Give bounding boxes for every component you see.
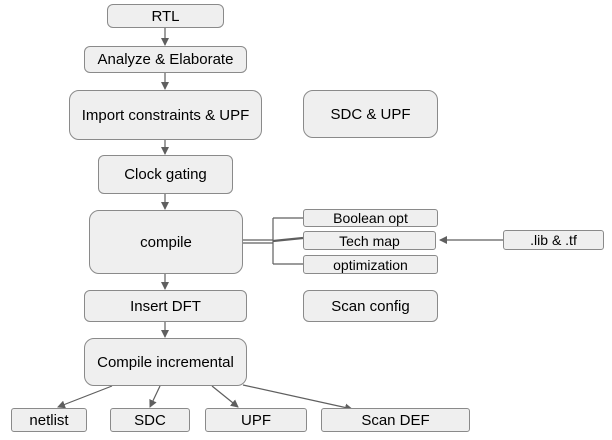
node-analyze-elaborate: Analyze & Elaborate — [84, 46, 247, 73]
edge-compileinc-sdc — [149, 385, 161, 408]
edge-compileinc-scandef — [242, 384, 353, 412]
node-boolean-opt: Boolean opt — [303, 209, 438, 227]
node-scan-def: Scan DEF — [321, 408, 470, 432]
edge-bracket-techmap — [272, 236, 304, 243]
node-upf: UPF — [205, 408, 307, 432]
node-netlist: netlist — [11, 408, 87, 432]
node-tech-map: Tech map — [303, 231, 436, 250]
edge-compileinc-upf — [211, 385, 239, 408]
node-scan-config: Scan config — [303, 290, 438, 322]
node-sdc: SDC — [110, 408, 190, 432]
node-compile: compile — [89, 210, 243, 274]
node-rtl: RTL — [107, 4, 224, 28]
node-insert-dft: Insert DFT — [84, 290, 247, 322]
node-optimization: optimization — [303, 255, 438, 274]
node-import-constraints-upf: Import constraints & UPF — [69, 90, 262, 140]
node-lib-tf: .lib & .tf — [503, 230, 604, 250]
node-sdc-upf: SDC & UPF — [303, 90, 438, 138]
edge-compileinc-netlist — [57, 385, 113, 409]
node-compile-incremental: Compile incremental — [84, 338, 247, 386]
node-clock-gating: Clock gating — [98, 155, 233, 194]
